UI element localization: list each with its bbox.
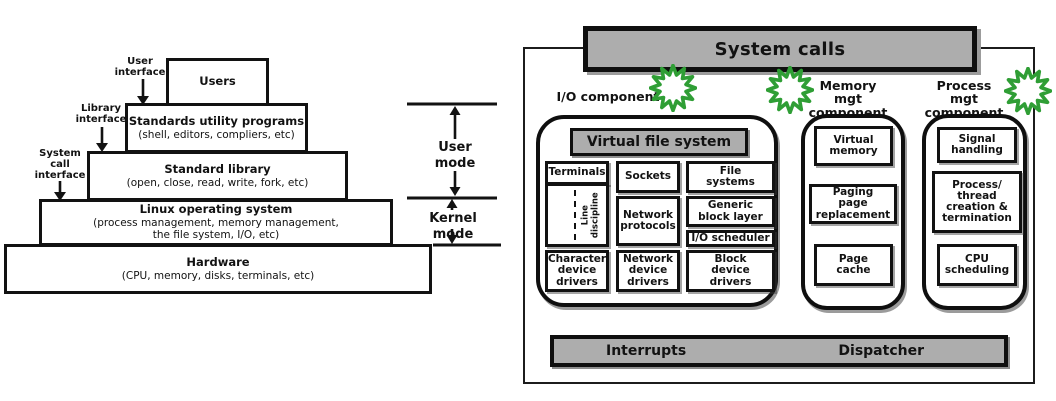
system-calls-label: System calls [714, 38, 846, 60]
dashed-divider [574, 190, 576, 240]
line-discipline-label-wrap: Line discipline [576, 186, 606, 244]
generic-block-layer-box: Generic block layer [686, 196, 775, 227]
block-device-drivers-box: Block device drivers [686, 250, 775, 292]
network-protocols-box: Network protocols [616, 196, 680, 246]
label-memory-component: Memory mgt component [808, 78, 888, 120]
character-device-drivers-box: Character device drivers [545, 250, 609, 292]
io-scheduler-box: I/O scheduler [686, 230, 775, 247]
label-library-interface: Library interface [75, 103, 127, 125]
file-systems-box: File systems [686, 161, 775, 193]
page-cache-box: Page cache [814, 244, 893, 286]
user-interface-down-arrow-icon [137, 79, 149, 105]
layer-subtitle: (CPU, memory, disks, terminals, etc) [121, 269, 315, 282]
starburst-icon [1004, 67, 1052, 115]
layer-subtitle: (open, close, read, write, fork, etc) [126, 176, 309, 189]
layer-title: Linux operating system [139, 202, 293, 216]
sockets-box: Sockets [616, 161, 680, 193]
label-user-interface: User interface [114, 56, 166, 78]
layer-utility-programs: Standards utility programs (shell, edito… [125, 103, 308, 153]
signal-handling-box: Signal handling [937, 127, 1017, 163]
network-device-drivers-box: Network device drivers [616, 250, 680, 292]
layer-linux-os: Linux operating system (process manageme… [39, 199, 393, 246]
dispatcher-label: Dispatcher [838, 343, 924, 359]
line-discipline-label: Line discipline [580, 192, 601, 238]
paging-replacement-box: Paging page replacement [809, 184, 897, 224]
virtual-file-system-bar: Virtual file system [570, 128, 748, 156]
label-kernel-mode: Kernel mode [429, 211, 477, 243]
layer-subtitle: (process management, memory management, … [93, 216, 339, 242]
label-system-call-interface: System call interface [34, 148, 86, 181]
layer-subtitle: (shell, editors, compliers, etc) [138, 128, 295, 141]
library-interface-down-arrow-icon [96, 127, 108, 152]
layer-users: Users [166, 58, 269, 106]
interrupts-dispatcher-bar: Interrupts Dispatcher [550, 335, 1008, 367]
layer-standard-library: Standard library (open, close, read, wri… [87, 151, 348, 201]
starburst-icon [766, 66, 814, 114]
cpu-scheduling-box: CPU scheduling [937, 244, 1017, 286]
layer-title: Hardware [186, 254, 250, 269]
label-user-mode: User mode [434, 140, 476, 172]
system-call-interface-down-arrow-icon [54, 181, 66, 201]
line-discipline-box: Line discipline [545, 183, 609, 247]
layer-hardware: Hardware (CPU, memory, disks, terminals,… [4, 244, 432, 294]
virtual-memory-box: Virtual memory [814, 126, 893, 166]
virtual-file-system-label: Virtual file system [586, 134, 732, 150]
layer-title: Standard library [164, 161, 271, 176]
label-process-component: Process mgt component [924, 78, 1004, 120]
layer-title: Users [199, 74, 236, 89]
layer-title: Standards utility programs [128, 113, 305, 128]
process-thread-creation-box: Process/ thread creation & termination [932, 171, 1022, 233]
starburst-icon [649, 64, 697, 112]
label-io-component: I/O component [556, 89, 660, 104]
terminals-box: Terminals [545, 161, 609, 185]
interrupts-label: Interrupts [606, 343, 687, 359]
